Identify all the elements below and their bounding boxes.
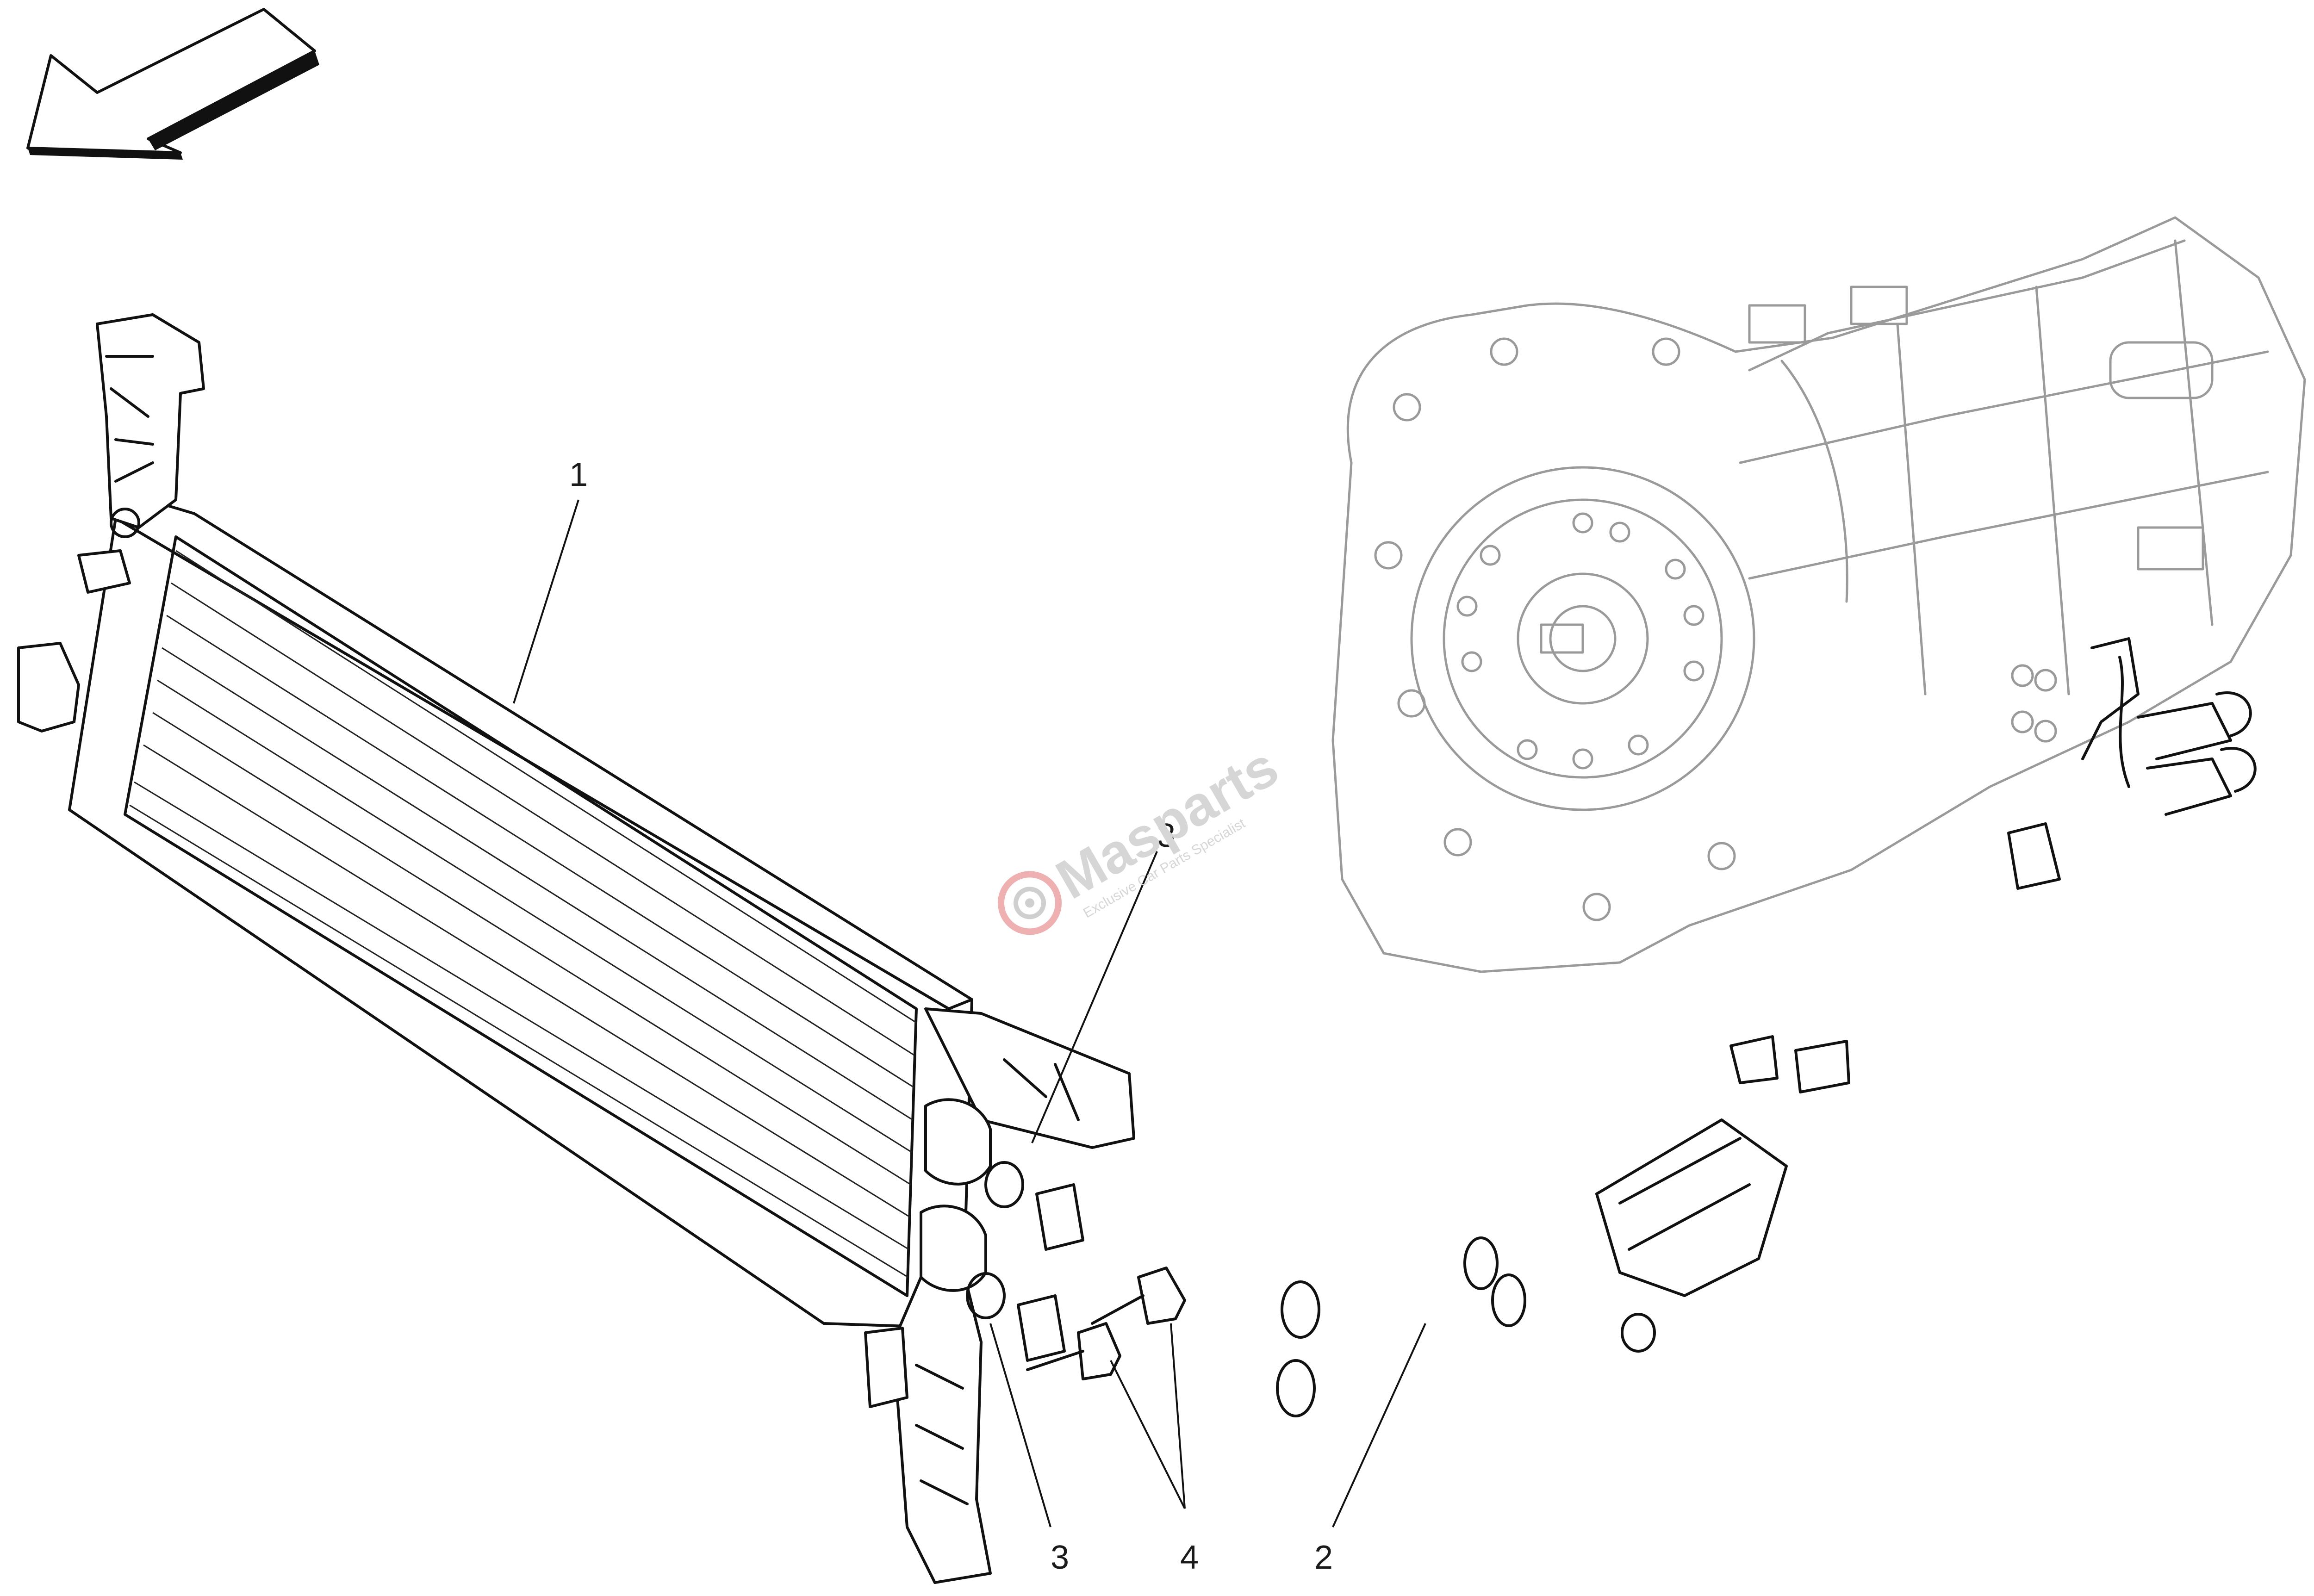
bolt-upper (1091, 1267, 1186, 1325)
callout-3-lower: 3 (1051, 1539, 1069, 1576)
callout-2: 2 (1314, 1539, 1333, 1576)
gear-icon (998, 871, 1062, 935)
cooler-hose-assembly (1017, 637, 2257, 1417)
oil-cooler (17, 313, 1135, 1584)
leader-lines (513, 499, 1426, 1528)
o-ring-lower (966, 1272, 1006, 1319)
o-ring-upper (984, 1161, 1024, 1208)
cooler-fins (129, 550, 917, 1278)
watermark-brand: Masparts (1046, 735, 1288, 911)
bolt-lower (1026, 1322, 1121, 1380)
callout-1: 1 (569, 456, 588, 493)
callout-3-upper: 3 (1157, 817, 1176, 854)
direction-arrow-icon (26, 8, 319, 160)
callouts: 1 3 3 4 2 (569, 456, 1333, 1576)
callout-4: 4 (1180, 1539, 1199, 1576)
masparts-watermark: Masparts Exclusive Car Parts Specialist (998, 735, 1288, 935)
transmission-housing (1331, 216, 2306, 973)
